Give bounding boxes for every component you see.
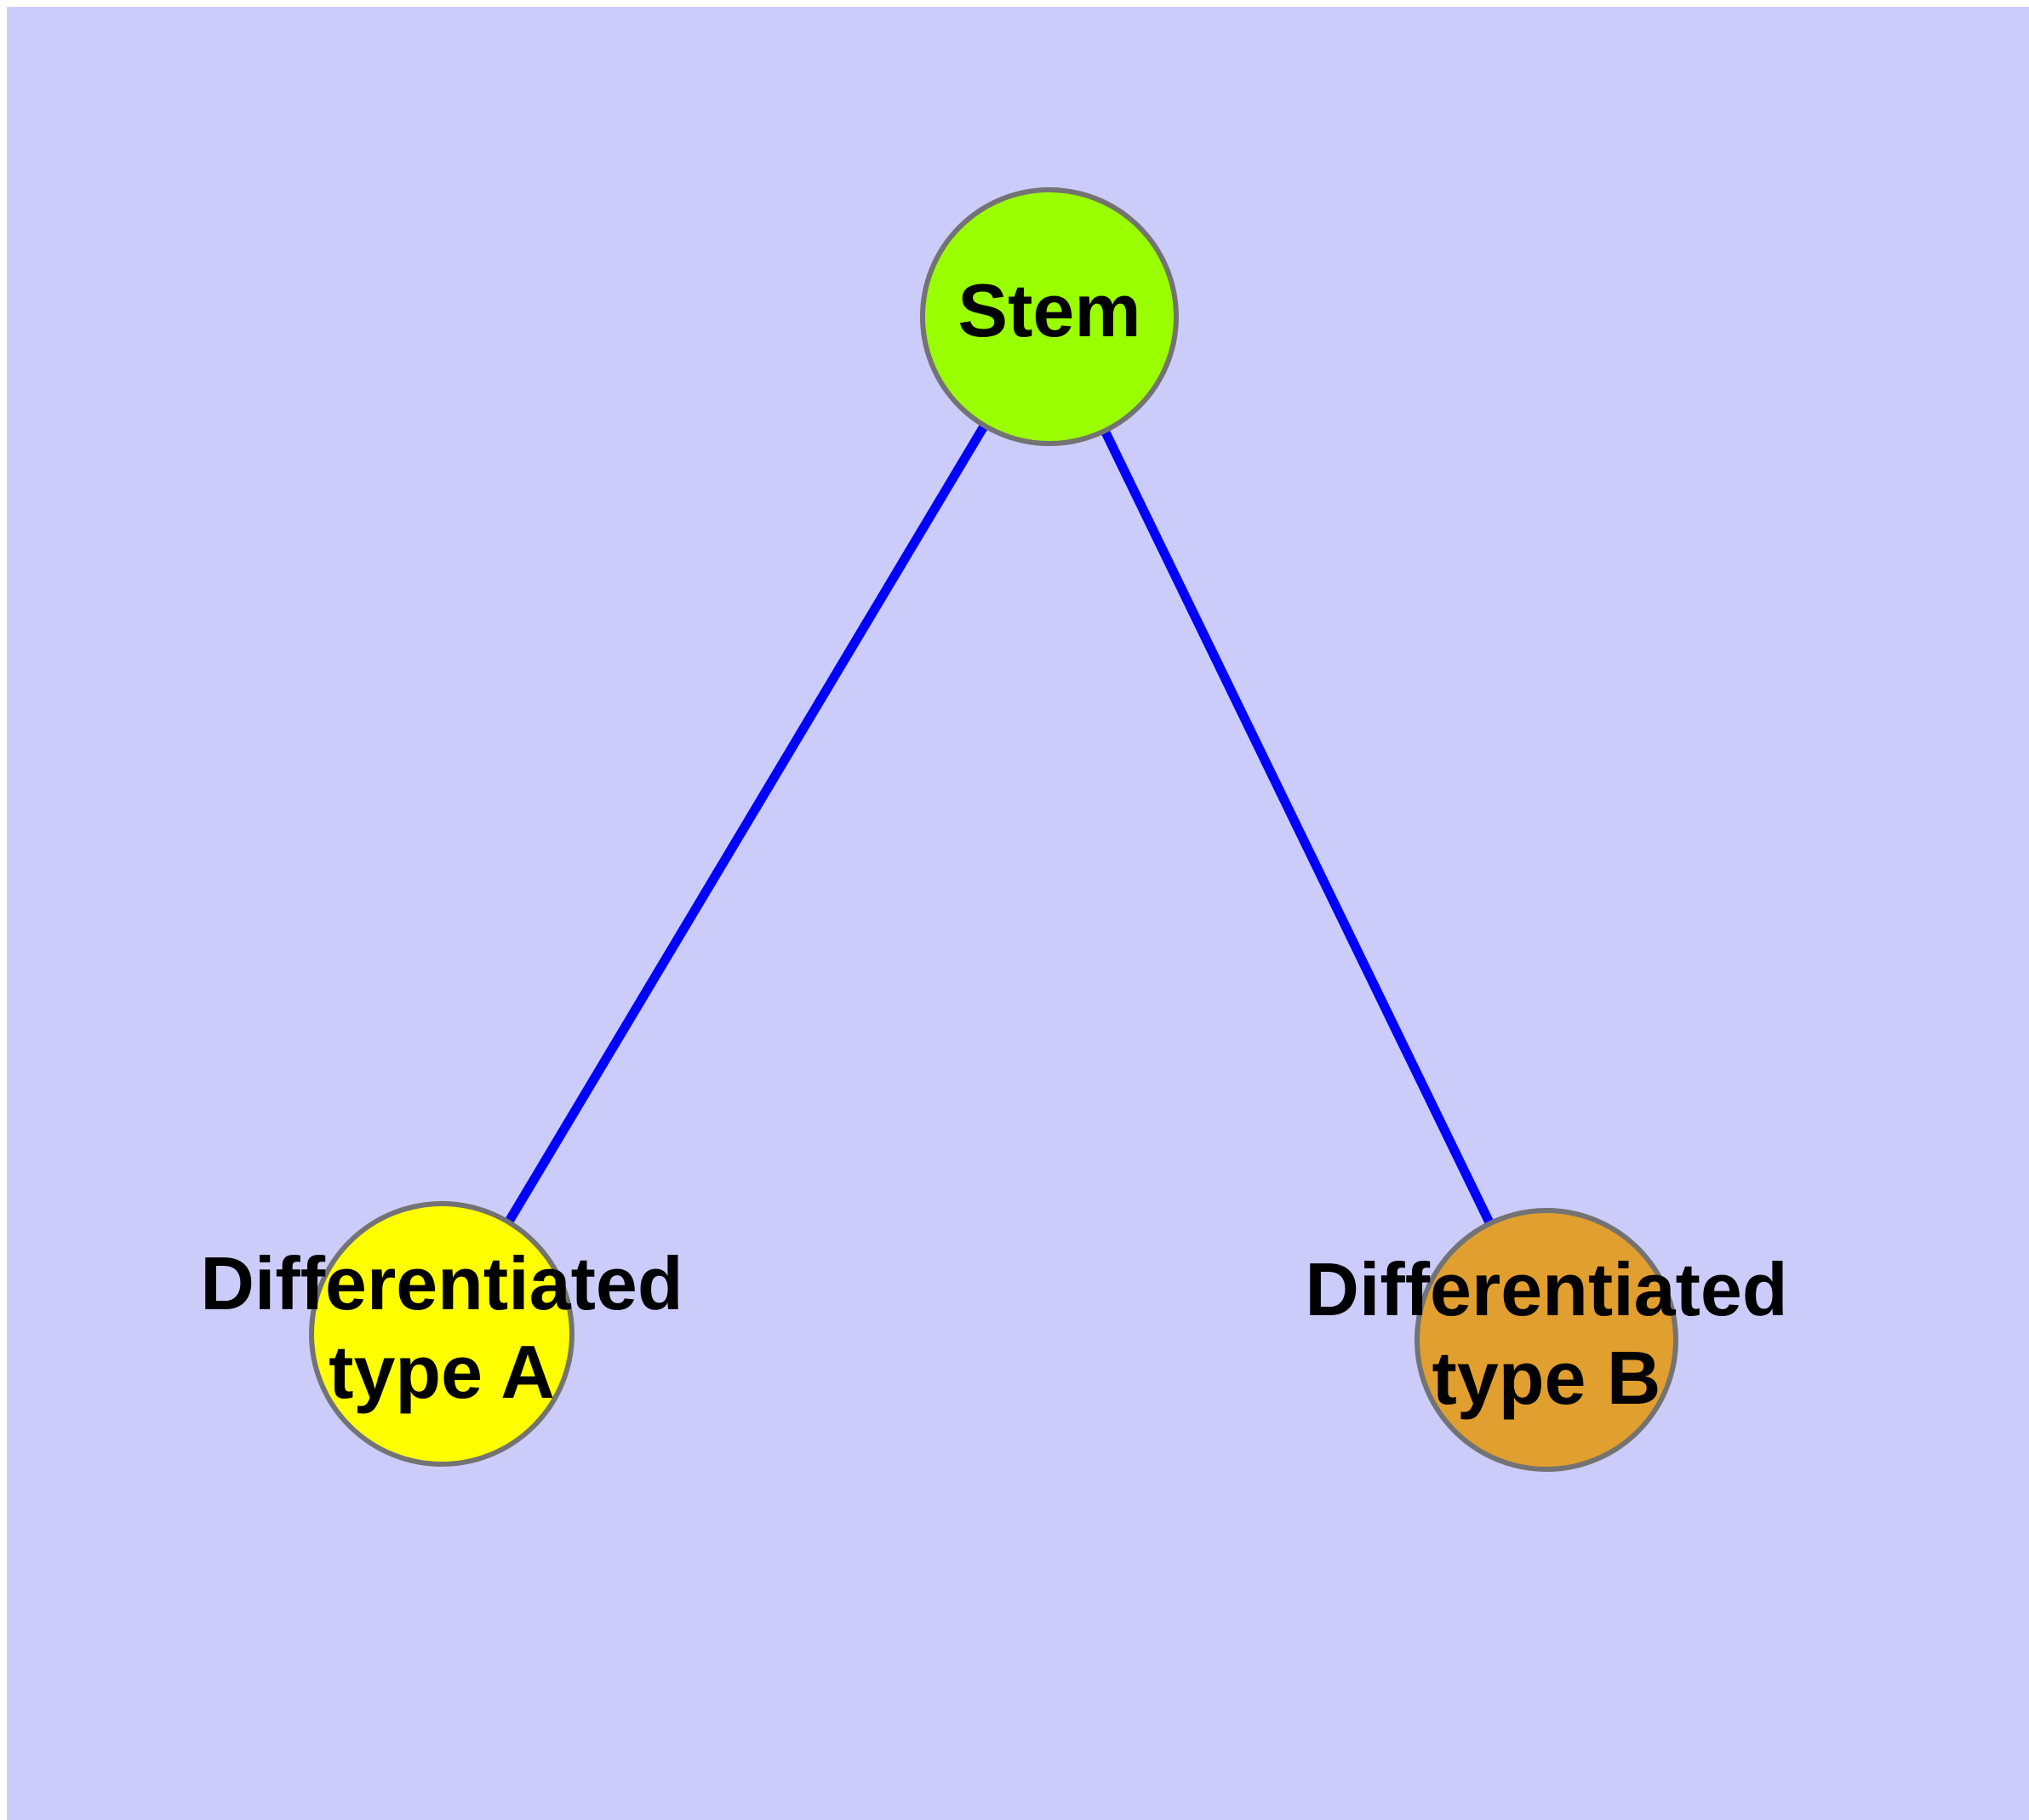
edge-stem-to-differentiated-type-b[interactable]: [1045, 314, 1551, 1342]
node-stem-label: Stem: [957, 268, 1140, 352]
node-differentiated-type-a-circle[interactable]: [309, 1201, 574, 1467]
edge-layer: [437, 314, 1551, 1342]
node-stem-circle[interactable]: [920, 187, 1179, 446]
node-layer: [309, 187, 1678, 1472]
node-differentiated-type-b-circle[interactable]: [1415, 1208, 1678, 1472]
edge-stem-to-differentiated-type-a[interactable]: [437, 314, 1054, 1336]
